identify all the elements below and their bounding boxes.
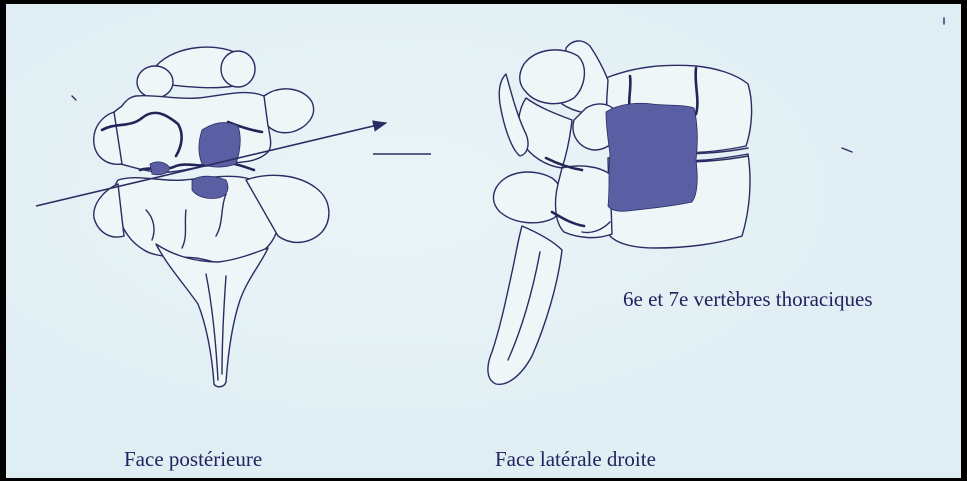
- posterior-left-facet: [137, 66, 173, 98]
- posterior-view-caption: Face postérieure: [124, 449, 262, 470]
- vertebrae-caption: 6e et 7e vertèbres thoraciques: [623, 289, 873, 310]
- lateral-lesion: [606, 103, 697, 211]
- lateral-view-drawing: [488, 18, 944, 384]
- lateral-upper-facet: [520, 50, 585, 104]
- lateral-lower-facet: [493, 172, 562, 223]
- lateral-lower-spine: [488, 226, 562, 384]
- posterior-right-facet: [221, 51, 255, 87]
- scribble-mark-right: [842, 148, 852, 152]
- lateral-view-caption: Face latérale droite: [495, 449, 656, 470]
- posterior-lesion-upper: [199, 123, 240, 167]
- posterior-view-drawing: [36, 47, 431, 387]
- vertebrae-illustration: [6, 4, 961, 478]
- scribble-mark: [72, 96, 76, 100]
- slide-panel: 6e et 7e vertèbres thoraciques Face post…: [6, 4, 961, 478]
- posterior-right-transverse-upper: [264, 89, 314, 133]
- posterior-lesion-lower: [192, 176, 228, 198]
